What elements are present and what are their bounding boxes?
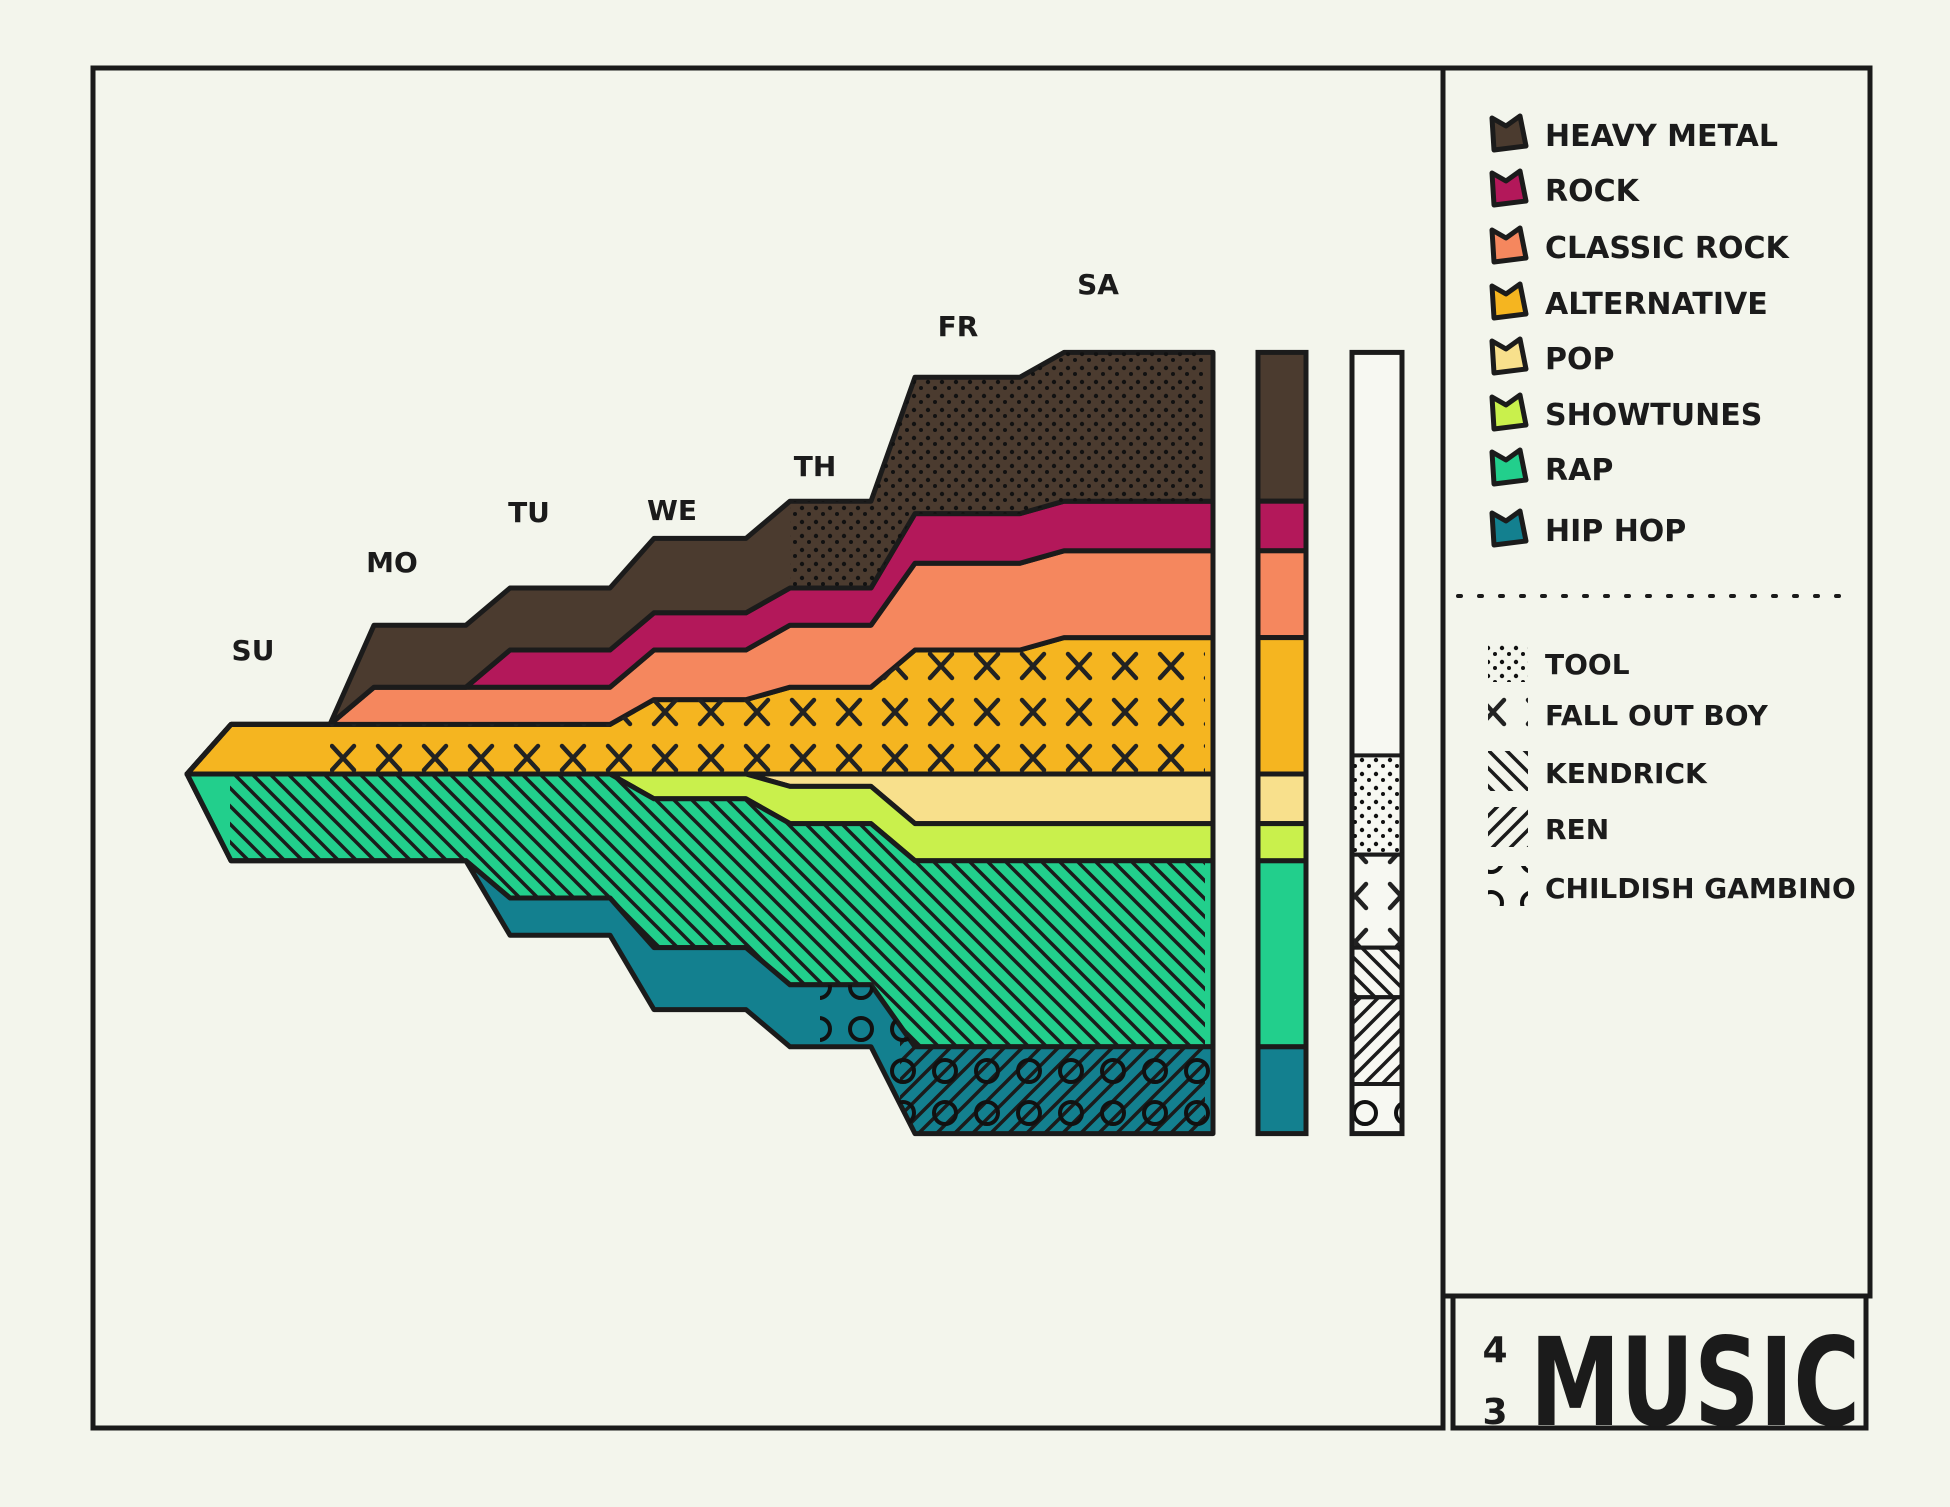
- artist-segment-childish-gambino: [1350, 1082, 1404, 1136]
- legend-swatch-pop-icon: [1489, 336, 1529, 376]
- artist-segment-tool: [1350, 753, 1404, 857]
- day-label-tu: TU: [508, 496, 550, 529]
- legend-swatch-classic-rock-icon: [1489, 225, 1529, 265]
- total-segment-showtunes: [1255, 821, 1309, 864]
- legend-swatch-alternative-icon: [1489, 281, 1529, 321]
- total-segment-pop: [1255, 771, 1309, 827]
- legend-pattern-tool-icon: [1488, 642, 1528, 682]
- total-segment-alternative: [1255, 635, 1309, 777]
- total-segment-heavy-metal: [1255, 349, 1309, 504]
- legend-swatch-heavy-metal-icon: [1489, 113, 1529, 153]
- artist-pattern-overlays: [230, 352, 1210, 1134]
- artist-total-bar: [1349, 349, 1405, 1137]
- genre-total-bar: [1255, 349, 1309, 1137]
- week-number-bottom: 3: [1482, 1392, 1507, 1433]
- legend-label: POP: [1545, 342, 1614, 377]
- artist-segment-ren: [1350, 995, 1404, 1087]
- total-segment-rap: [1255, 858, 1309, 1050]
- legend-label: ROCK: [1545, 174, 1641, 209]
- legend-label: RAP: [1545, 453, 1613, 488]
- legend-label: CLASSIC ROCK: [1545, 231, 1790, 266]
- legend-label: FALL OUT BOY: [1545, 699, 1769, 732]
- artist-legend: TOOL FALL OUT BOY KENDRICK REN CHILDISH GAMB…: [1488, 642, 1856, 906]
- legend-label: TOOL: [1545, 648, 1630, 681]
- legend-label: HIP HOP: [1545, 514, 1686, 549]
- legend-swatch-rock-icon: [1489, 168, 1529, 208]
- chart-title: MUSIC: [1530, 1312, 1860, 1454]
- legend-pattern-kendrick-icon: [1488, 751, 1528, 791]
- total-segment-rock: [1255, 498, 1309, 554]
- legend-label: KENDRICK: [1545, 757, 1708, 790]
- genre-legend: HEAVY METAL ROCK CLASSIC ROCK ALTERNATIVE PO…: [1489, 113, 1790, 549]
- day-label-su: SU: [232, 634, 275, 667]
- legend-swatch-rap-icon: [1489, 447, 1529, 487]
- day-label-th: TH: [794, 450, 837, 483]
- day-label-we: WE: [647, 494, 697, 527]
- legend-label: SHOWTUNES: [1545, 398, 1762, 433]
- legend-label: CHILDISH GAMBINO: [1545, 872, 1856, 905]
- total-segment-hip-hop: [1255, 1044, 1309, 1137]
- day-label-fr: FR: [938, 310, 979, 343]
- pattern-fall-out-boy: [330, 637, 1205, 774]
- legend-pattern-childish-gambino-icon: [1488, 866, 1528, 906]
- week-number-top: 4: [1482, 1330, 1507, 1371]
- artist-segment-fall-out-boy: [1350, 852, 1404, 950]
- legend-label: HEAVY METAL: [1545, 119, 1778, 154]
- day-label-sa: SA: [1077, 268, 1119, 301]
- title-frame: [1450, 1293, 1869, 1431]
- day-labels: SU MO TU WE TH FR SA: [232, 268, 1120, 667]
- artist-segment-kendrick: [1350, 945, 1404, 1000]
- legend-swatch-showtunes-icon: [1489, 392, 1529, 432]
- total-segment-classic-rock: [1255, 548, 1309, 641]
- legend-label: ALTERNATIVE: [1545, 287, 1768, 322]
- legend-pattern-ren-icon: [1488, 807, 1528, 847]
- legend-pattern-fall-out-boy-icon: [1488, 693, 1528, 733]
- day-label-mo: MO: [366, 546, 418, 579]
- legend-swatch-hip-hop-icon: [1489, 508, 1529, 548]
- legend-label: REN: [1545, 813, 1609, 846]
